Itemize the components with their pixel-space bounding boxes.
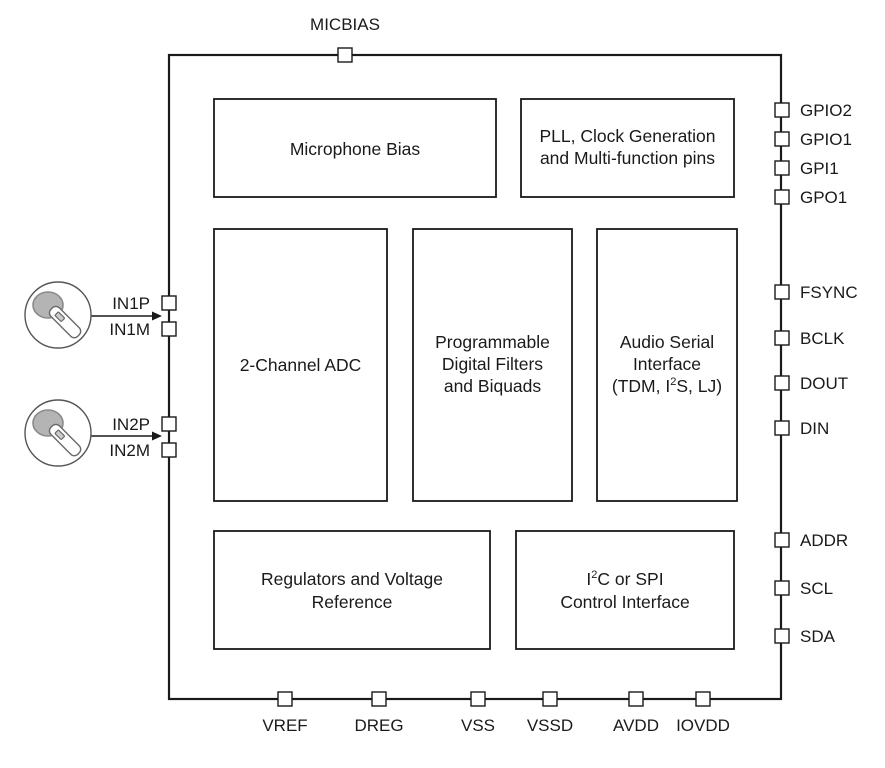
block-digital-filters: Programmable Digital Filters and Biquads (412, 228, 573, 502)
block-pll-clock: PLL, Clock Generation and Multi-function… (520, 98, 735, 198)
block-asi-label-line1: Audio Serial (620, 332, 714, 352)
block-filters-label-line2: Digital Filters (442, 354, 543, 374)
pin-label-micbias: MICBIAS (310, 15, 380, 34)
pin-label-scl: SCL (800, 579, 833, 598)
microphone-icon (24, 281, 92, 349)
block-filters-label-line1: Programmable (435, 332, 550, 352)
block-control-label-line2: Control Interface (560, 592, 689, 612)
pin-label-addr: ADDR (800, 531, 848, 550)
block-regulators-label-line1: Regulators and Voltage (261, 569, 443, 589)
block-control-label-line1: I2C or SPI (586, 569, 663, 589)
pin-gpi1: GPI1 (774, 159, 839, 178)
input-arrow-2 (86, 431, 162, 441)
pin-iovdd: IOVDD (676, 691, 730, 735)
pin-label-in2p: IN2P (112, 415, 150, 434)
pin-label-iovdd: IOVDD (676, 716, 730, 735)
pin-in2p: IN2P (112, 415, 177, 434)
pin-addr: ADDR (774, 531, 848, 550)
pin-label-gpio1: GPIO1 (800, 130, 852, 149)
pin-label-gpi1: GPI1 (800, 159, 839, 178)
pin-vssd: VSSD (527, 691, 573, 735)
block-microphone-bias: Microphone Bias (213, 98, 497, 198)
block-adc-label: 2-Channel ADC (240, 355, 362, 375)
block-adc: 2-Channel ADC (213, 228, 388, 502)
pin-label-avdd: AVDD (613, 716, 659, 735)
pin-gpo1: GPO1 (774, 188, 847, 207)
pin-dout: DOUT (774, 374, 848, 393)
pin-label-gpo1: GPO1 (800, 188, 847, 207)
pin-label-vss: VSS (461, 716, 495, 735)
pin-label-dout: DOUT (800, 374, 848, 393)
pin-micbias: MICBIAS (310, 15, 380, 63)
pin-label-sda: SDA (800, 627, 836, 646)
pin-label-vref: VREF (262, 716, 307, 735)
pin-dreg: DREG (354, 691, 404, 735)
block-asi-label-line3: (TDM, I2S, LJ) (612, 376, 722, 396)
pin-vss: VSS (461, 691, 495, 735)
block-microphone-bias-label: Microphone Bias (290, 139, 421, 159)
pin-in1m: IN1M (109, 320, 177, 339)
pin-in2m: IN2M (109, 441, 177, 460)
pin-label-gpio2: GPIO2 (800, 101, 852, 120)
pin-sda: SDA (774, 627, 836, 646)
pin-bclk: BCLK (774, 329, 845, 348)
block-control-interface: I2C or SPI Control Interface (515, 530, 735, 650)
pin-fsync: FSYNC (774, 283, 858, 302)
block-pll-label-line2: and Multi-function pins (540, 148, 715, 168)
pin-label-in1p: IN1P (112, 294, 150, 313)
pin-label-in1m: IN1M (109, 320, 150, 339)
pin-label-dreg: DREG (354, 716, 403, 735)
pin-label-din: DIN (800, 419, 829, 438)
pin-label-bclk: BCLK (800, 329, 845, 348)
input-arrow-1 (86, 311, 162, 321)
block-asi-label-line2: Interface (633, 354, 701, 374)
pin-in1p: IN1P (112, 294, 177, 313)
pin-scl: SCL (774, 579, 833, 598)
block-regulators-label-line2: Reference (312, 592, 393, 612)
block-audio-serial-interface: Audio Serial Interface (TDM, I2S, LJ) (596, 228, 738, 502)
pin-gpio1: GPIO1 (774, 130, 852, 149)
pin-label-vssd: VSSD (527, 716, 573, 735)
pin-label-in2m: IN2M (109, 441, 150, 460)
pin-label-fsync: FSYNC (800, 283, 858, 302)
block-pll-label-line1: PLL, Clock Generation (539, 126, 715, 146)
block-regulators: Regulators and Voltage Reference (213, 530, 491, 650)
pin-gpio2: GPIO2 (774, 101, 852, 120)
pin-avdd: AVDD (613, 691, 659, 735)
pin-din: DIN (774, 419, 829, 438)
microphone-icon (24, 399, 92, 467)
block-filters-label-line3: and Biquads (444, 376, 542, 396)
pin-vref: VREF (262, 691, 308, 735)
